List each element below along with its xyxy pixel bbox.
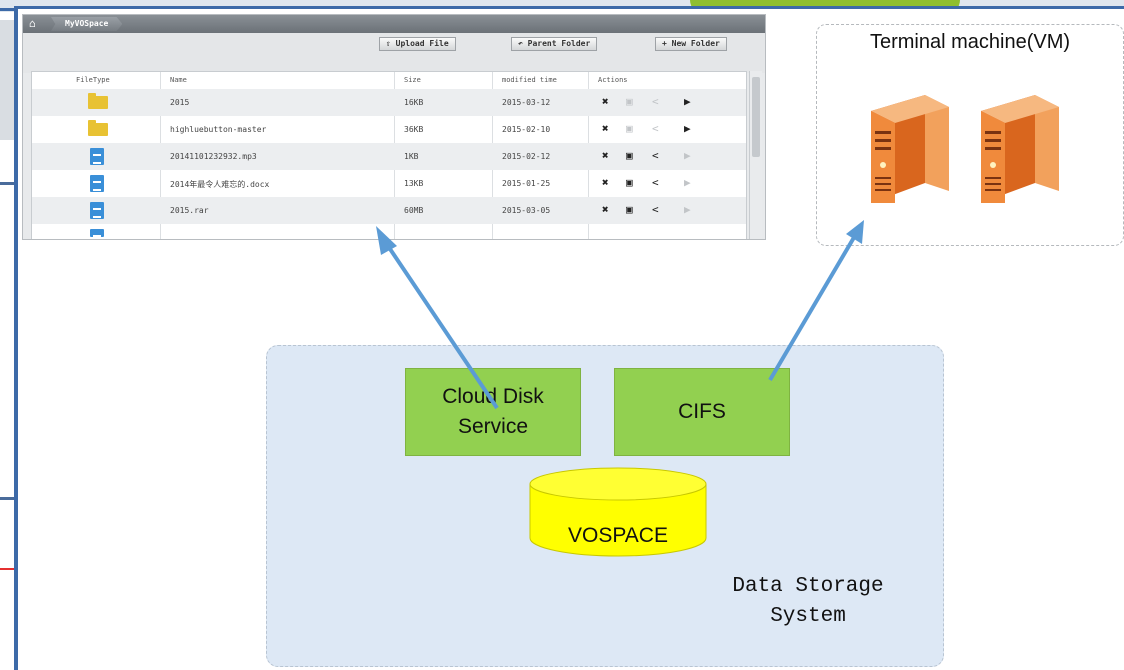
delete-icon[interactable]: ✖ <box>602 95 609 108</box>
upload-icon: ⇧ <box>386 39 391 48</box>
background-divider <box>0 497 16 500</box>
terminal-machine-box: Terminal machine(VM) <box>816 24 1124 246</box>
column-header-name[interactable]: Name <box>170 76 187 84</box>
terminal-machine-title: Terminal machine(VM) <box>869 31 1071 53</box>
file-modified: 2015-01-25 <box>502 179 551 188</box>
delete-icon[interactable]: ✖ <box>602 149 609 162</box>
breadcrumb[interactable]: MyVOSpace <box>51 17 123 31</box>
file-size: 36KB <box>404 125 424 134</box>
download-icon[interactable]: ▣ <box>626 149 633 162</box>
play-icon[interactable]: ▶ <box>684 95 691 108</box>
file-modified: 2015-03-12 <box>502 98 551 107</box>
table-row[interactable]: 20141101232932.mp3 1KB 2015-02-12 ✖ ▣ < … <box>32 143 746 170</box>
delete-icon[interactable]: ✖ <box>602 203 609 216</box>
parent-folder-button[interactable]: ↶ Parent Folder <box>511 37 598 51</box>
file-manager-titlebar: ⌂ MyVOSpace <box>23 15 765 33</box>
download-icon[interactable]: ▣ <box>626 203 633 216</box>
table-row[interactable]: 2014年最令人难忘的.docx 13KB 2015-01-25 ✖ ▣ < ▶ <box>32 170 746 197</box>
upload-file-button[interactable]: ⇧ Upload File <box>379 37 456 51</box>
download-icon[interactable]: ▣ <box>626 176 633 189</box>
table-row[interactable]: 2015.rar 60MB 2015-03-05 ✖ ▣ < ▶ <box>32 197 746 224</box>
table-row[interactable] <box>32 224 746 239</box>
home-icon[interactable]: ⌂ <box>29 17 36 30</box>
share-icon: < <box>652 122 659 135</box>
back-icon: ↶ <box>518 39 523 48</box>
table-row[interactable]: highluebutton-master 36KB 2015-02-10 ✖ ▣… <box>32 116 746 143</box>
server-icons <box>871 95 1059 203</box>
file-modified: 2015-03-05 <box>502 206 551 215</box>
cifs-box: CIFS <box>614 368 790 456</box>
share-icon[interactable]: < <box>652 203 659 216</box>
file-size: 60MB <box>404 206 424 215</box>
download-icon: ▣ <box>626 122 633 135</box>
scrollbar-thumb[interactable] <box>752 77 760 157</box>
share-icon: < <box>652 95 659 108</box>
vospace-cylinder <box>529 467 707 557</box>
file-icon <box>90 175 104 192</box>
arrow-cifs-to-terminal <box>768 220 864 382</box>
column-header-size[interactable]: Size <box>404 76 421 84</box>
vospace-label: VOSPACE <box>568 524 668 547</box>
cloud-disk-service-label: Cloud Disk Service <box>442 385 544 438</box>
file-table: FileType Name Size modified time Actions… <box>31 71 747 239</box>
new-folder-button[interactable]: + New Folder <box>655 37 727 51</box>
column-header-actions: Actions <box>598 76 628 84</box>
file-icon <box>90 202 104 219</box>
share-icon[interactable]: < <box>652 149 659 162</box>
plus-icon: + <box>662 39 667 48</box>
cloud-disk-service-box: Cloud Disk Service <box>405 368 581 456</box>
file-name[interactable]: highluebutton-master <box>170 125 267 134</box>
cifs-label: CIFS <box>678 400 726 423</box>
background-divider <box>0 182 16 185</box>
file-icon <box>90 229 104 239</box>
file-size: 16KB <box>404 98 424 107</box>
folder-icon <box>88 120 108 136</box>
file-name[interactable]: 2014年最令人难忘的.docx <box>170 180 270 189</box>
column-header-modified[interactable]: modified time <box>502 76 557 84</box>
download-icon: ▣ <box>626 95 633 108</box>
play-icon[interactable]: ▶ <box>684 122 691 135</box>
play-icon: ▶ <box>684 176 691 189</box>
play-icon: ▶ <box>684 203 691 216</box>
file-name[interactable]: 20141101232932.mp3 <box>170 152 257 161</box>
file-manager-window: ⌂ MyVOSpace ⇧ Upload File ↶ Parent Folde… <box>22 14 766 240</box>
upload-file-label: Upload File <box>395 39 449 48</box>
delete-icon[interactable]: ✖ <box>602 122 609 135</box>
background-divider <box>0 568 16 570</box>
folder-icon <box>88 93 108 109</box>
data-storage-system-label: Data Storage System <box>732 575 884 628</box>
new-folder-label: New Folder <box>671 39 720 48</box>
file-modified: 2015-02-12 <box>502 152 551 161</box>
file-icon <box>90 148 104 165</box>
file-name[interactable]: 2015 <box>170 98 190 107</box>
file-name[interactable]: 2015.rar <box>170 206 209 215</box>
file-size: 13KB <box>404 179 424 188</box>
file-size: 1KB <box>404 152 419 161</box>
delete-icon[interactable]: ✖ <box>602 176 609 189</box>
table-row[interactable]: 2015 16KB 2015-03-12 ✖ ▣ < ▶ <box>32 89 746 116</box>
share-icon[interactable]: < <box>652 176 659 189</box>
scrollbar[interactable] <box>749 71 762 239</box>
server-icon <box>871 95 949 203</box>
server-icon <box>981 95 1059 203</box>
column-header-filetype[interactable]: FileType <box>76 76 110 84</box>
play-icon: ▶ <box>684 149 691 162</box>
file-modified: 2015-02-10 <box>502 125 551 134</box>
parent-folder-label: Parent Folder <box>527 39 591 48</box>
arrow-cloud-to-filemanager <box>376 226 499 410</box>
